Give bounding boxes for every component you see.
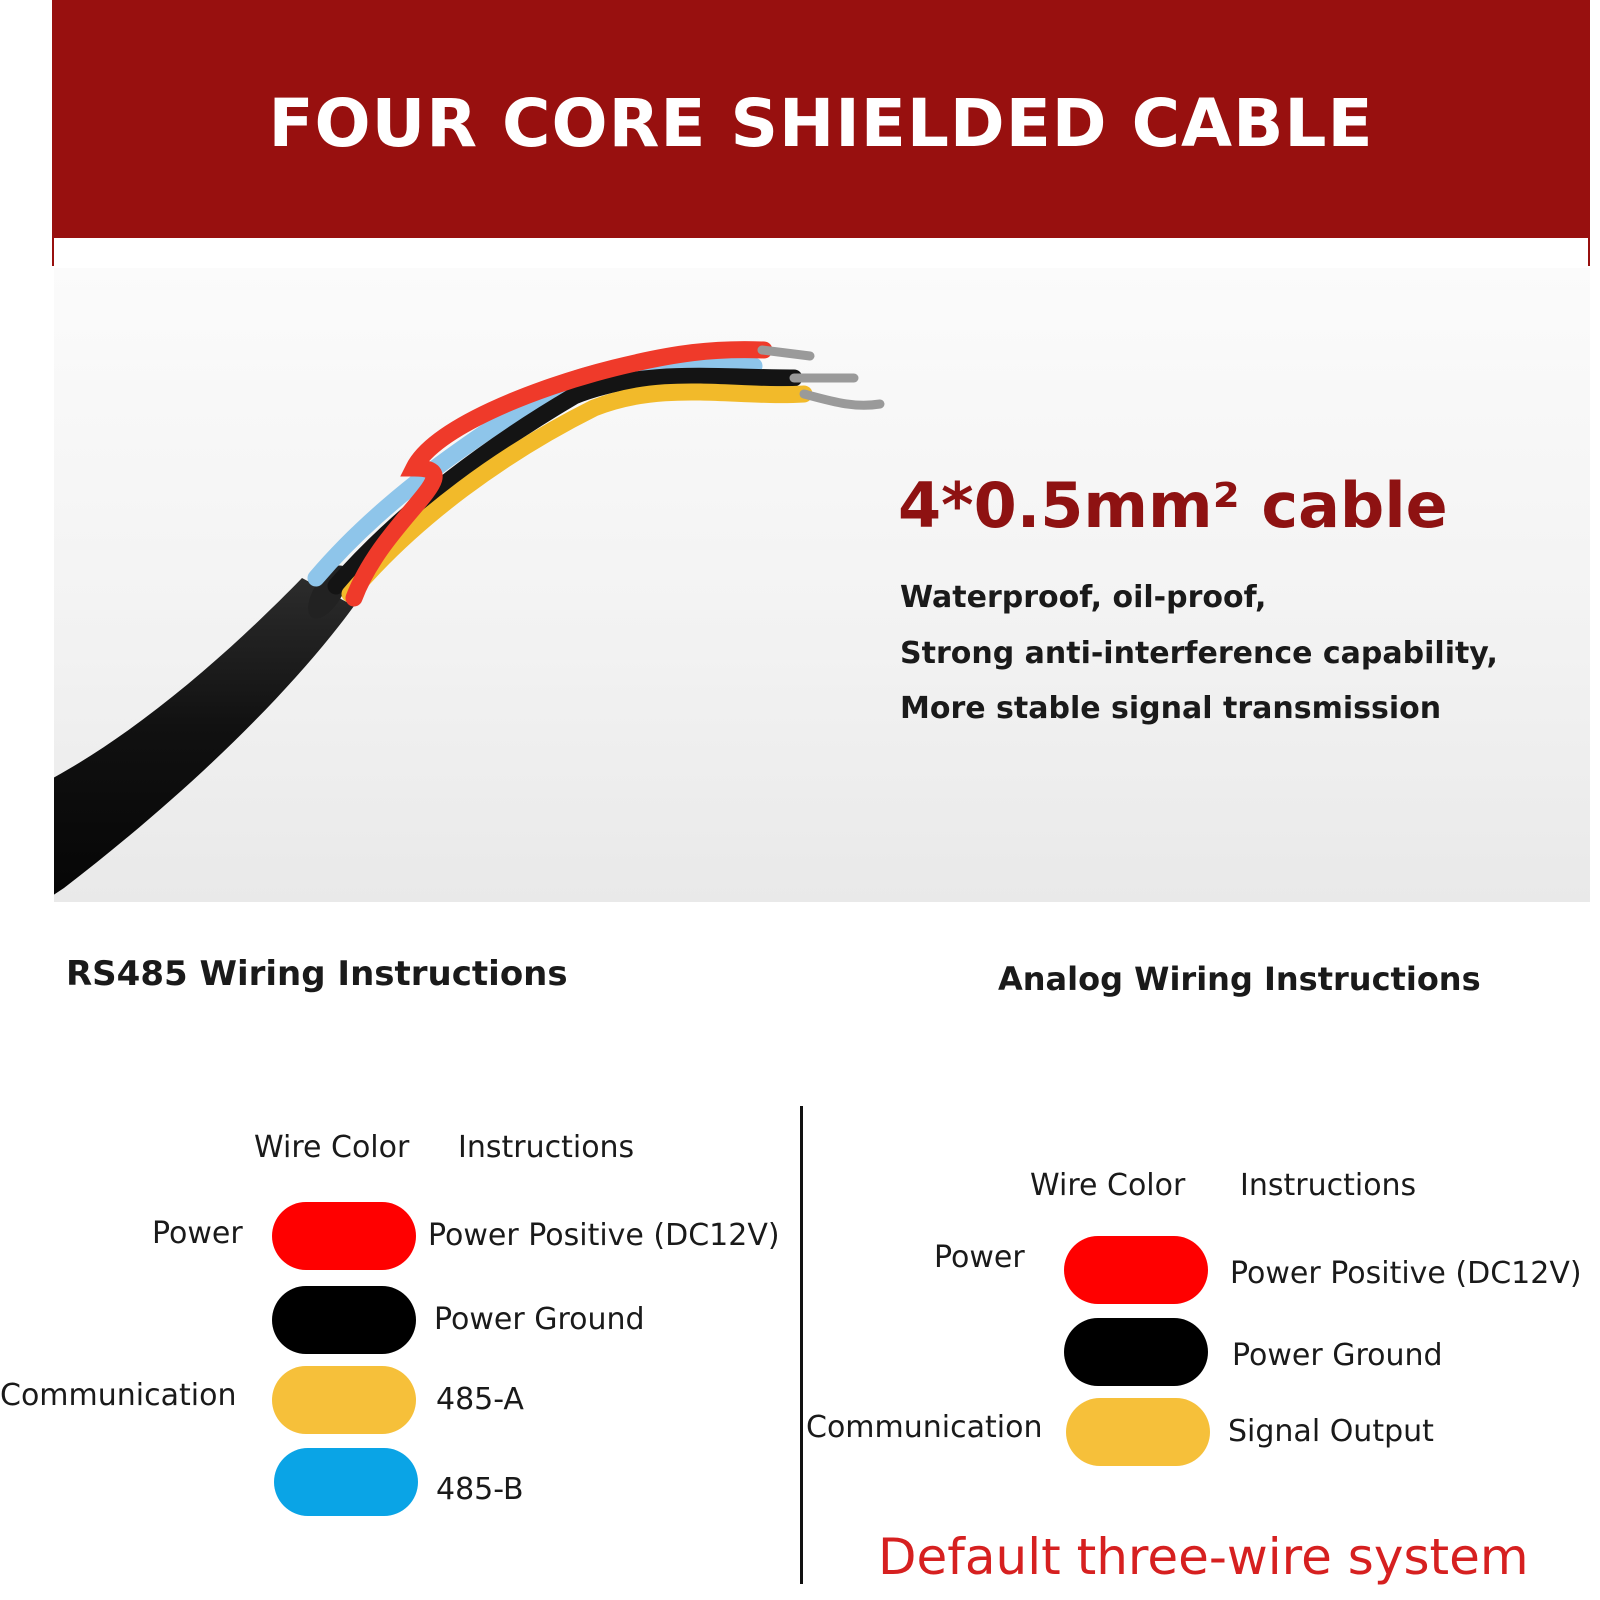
feature-line: More stable signal transmission bbox=[900, 691, 1442, 726]
analog-instruction: Signal Output bbox=[1228, 1414, 1434, 1449]
rs485-swatch-blue bbox=[274, 1448, 418, 1516]
rs485-group-power: Power bbox=[152, 1216, 243, 1251]
analog-footnote: Default three-wire system bbox=[878, 1528, 1529, 1586]
rs485-col-wire-color: Wire Color bbox=[254, 1130, 410, 1165]
analog-group-power: Power bbox=[934, 1240, 1025, 1275]
cable-jacket bbox=[54, 578, 354, 895]
analog-instruction: Power Ground bbox=[1232, 1338, 1443, 1373]
rs485-swatch-red bbox=[272, 1202, 416, 1270]
analog-section-title: Analog Wiring Instructions bbox=[998, 960, 1481, 998]
banner-title: FOUR CORE SHIELDED CABLE bbox=[268, 85, 1374, 162]
feature-line: Waterproof, oil-proof, bbox=[900, 580, 1267, 615]
analog-instruction: Power Positive (DC12V) bbox=[1230, 1256, 1582, 1291]
analog-col-instructions: Instructions bbox=[1240, 1168, 1417, 1203]
banner-edge-left bbox=[52, 238, 54, 266]
analog-col-wire-color: Wire Color bbox=[1030, 1168, 1186, 1203]
core-yellow bbox=[341, 383, 813, 603]
wire-tip-1 bbox=[757, 345, 815, 361]
title-banner: FOUR CORE SHIELDED CABLE bbox=[52, 0, 1590, 238]
rs485-section-title: RS485 Wiring Instructions bbox=[66, 954, 568, 994]
rs485-col-instructions: Instructions bbox=[458, 1130, 635, 1165]
analog-group-communication: Communication bbox=[806, 1410, 1043, 1445]
rs485-instruction: Power Ground bbox=[434, 1302, 645, 1337]
analog-swatch-black bbox=[1064, 1318, 1208, 1386]
feature-line: Strong anti-interference capability, bbox=[900, 636, 1498, 671]
analog-swatch-red bbox=[1064, 1236, 1208, 1304]
rs485-instruction: Power Positive (DC12V) bbox=[428, 1218, 780, 1253]
cable-illustration bbox=[54, 341, 885, 895]
core-black bbox=[327, 367, 803, 595]
rs485-swatch-black bbox=[272, 1286, 416, 1354]
spec-title: 4*0.5mm² cable bbox=[898, 469, 1448, 542]
cable-photo bbox=[54, 268, 1590, 902]
analog-swatch-yellow bbox=[1066, 1398, 1210, 1466]
rs485-swatch-yellow bbox=[272, 1366, 416, 1434]
rs485-instruction: 485-B bbox=[436, 1472, 524, 1507]
core-red bbox=[345, 341, 773, 607]
rs485-instruction: 485-A bbox=[436, 1382, 524, 1417]
wire-tip-3 bbox=[799, 389, 885, 410]
section-divider bbox=[800, 1106, 803, 1584]
banner-edge-right bbox=[1588, 238, 1590, 266]
rs485-group-communication: Communication bbox=[0, 1378, 237, 1413]
